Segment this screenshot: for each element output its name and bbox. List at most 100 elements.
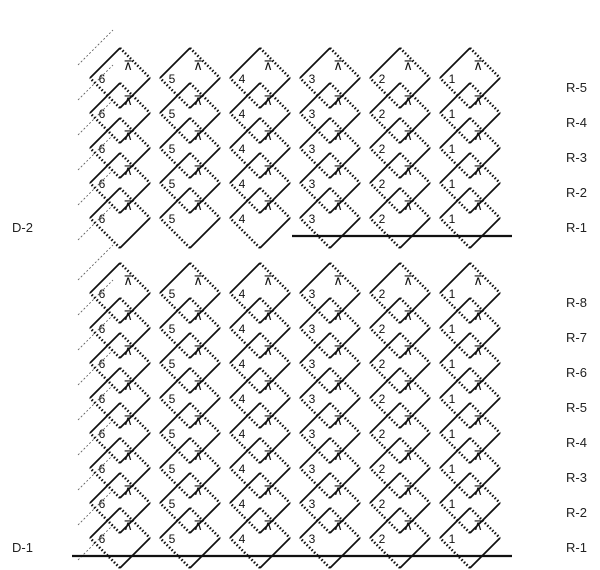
tile: 1⊼: [439, 187, 501, 249]
tile-edge-solid: [229, 367, 261, 399]
tile-edge-dotted: [189, 82, 221, 114]
tile-edge-dotted: [369, 502, 401, 534]
row-label: R-8: [566, 295, 587, 310]
tile-edge-solid: [119, 397, 151, 429]
tile-edge-solid: [439, 437, 471, 469]
tile-edge-dotted: [369, 182, 401, 214]
tile-edge-dotted: [439, 217, 471, 249]
column-number: 2: [379, 497, 386, 511]
tile-edge-solid: [369, 117, 401, 149]
tile-edge-dotted: [119, 262, 151, 294]
pickup-symbol: ⊼: [263, 379, 273, 394]
tile: 4⊼: [229, 82, 291, 144]
column-number: 4: [239, 72, 246, 86]
tile-edge-solid: [159, 82, 191, 114]
diagram-d2: 6⊼5⊼4⊼3⊼2⊼1⊼6⊼5⊼4⊼3⊼2⊼1⊼6⊼5⊼4⊼3⊼2⊼1⊼6⊼5⊼…: [12, 29, 587, 249]
pickup-symbol: ⊼: [263, 94, 273, 109]
tile-edge-solid: [399, 327, 431, 359]
tile-edge-dotted: [229, 292, 261, 324]
column-number: 6: [99, 392, 106, 406]
column-number: 6: [99, 497, 106, 511]
tile-edge-dotted: [229, 147, 261, 179]
row-label: R-5: [566, 400, 587, 415]
tile-edge-solid: [329, 112, 361, 144]
tile-edge-dotted: [119, 332, 151, 364]
tile-edge-dotted: [259, 367, 291, 399]
tile-edge-solid: [189, 112, 221, 144]
tile: 3⊼: [299, 47, 361, 109]
tile-edge-dotted: [159, 182, 191, 214]
tile-edge-dotted: [329, 152, 361, 184]
pickup-symbol: ⊼: [473, 309, 483, 324]
column-number: 1: [449, 532, 456, 546]
pickup-symbol: ⊼: [473, 484, 483, 499]
tile-edge-solid: [299, 47, 331, 79]
tile-edge-solid: [89, 117, 121, 149]
tile-edge-dotted: [89, 432, 121, 464]
tile-edge-solid: [439, 82, 471, 114]
tile-edge-solid: [399, 537, 431, 569]
tile-edge-dotted: [399, 187, 431, 219]
tile-edge-solid: [89, 47, 121, 79]
tile-edge-solid: [399, 217, 431, 249]
tile-edge-dotted: [469, 82, 501, 114]
tile-edge-solid: [299, 117, 331, 149]
column-number: 4: [239, 177, 246, 191]
pickup-symbol: ⊼: [193, 519, 203, 534]
tile-edge-solid: [469, 327, 501, 359]
tile-edge-solid: [329, 362, 361, 394]
tile-edge-solid: [329, 432, 361, 464]
tile-edge-dotted: [329, 187, 361, 219]
tile-edge-solid: [259, 182, 291, 214]
pickup-symbol: ⊼: [473, 274, 483, 289]
diagram-d1: 6⊼5⊼4⊼3⊼2⊼1⊼6⊼5⊼4⊼3⊼2⊼1⊼6⊼5⊼4⊼3⊼2⊼1⊼6⊼5⊼…: [12, 244, 587, 569]
tile-edge-dotted: [89, 112, 121, 144]
pickup-symbol: ⊼: [263, 129, 273, 144]
tile-edge-dotted: [119, 117, 151, 149]
tile-edge-solid: [159, 152, 191, 184]
tile-edge-solid: [299, 402, 331, 434]
tile-edge-solid: [399, 77, 431, 109]
tile: 2⊼: [369, 472, 431, 534]
tile-edge-solid: [119, 77, 151, 109]
pickup-symbol: ⊼: [473, 519, 483, 534]
tile-edge-solid: [399, 397, 431, 429]
pickup-symbol: ⊼: [333, 309, 343, 324]
tile-edge-solid: [229, 437, 261, 469]
column-number: 2: [379, 107, 386, 121]
tile: 5⊼: [159, 472, 221, 534]
tile-edge-solid: [89, 297, 121, 329]
tile-edge-solid: [369, 437, 401, 469]
tile-edge-solid: [299, 507, 331, 539]
pickup-symbol: ⊼: [193, 94, 203, 109]
row-label: R-2: [566, 505, 587, 520]
tile-edge-dotted: [159, 362, 191, 394]
tile-edge-dotted: [369, 362, 401, 394]
tile: 3⊼: [299, 297, 361, 359]
tile-edge-dotted: [159, 467, 191, 499]
tile-edge-dotted: [399, 82, 431, 114]
tile-edge-solid: [369, 262, 401, 294]
tile-edge-solid: [259, 327, 291, 359]
tile-edge-solid: [189, 147, 221, 179]
column-number: 6: [99, 287, 106, 301]
tile-edge-dotted: [159, 112, 191, 144]
pickup-symbol: ⊼: [263, 309, 273, 324]
tile-edge-solid: [89, 437, 121, 469]
tile: 6⊼: [89, 332, 151, 394]
tile: 3⊼: [299, 367, 361, 429]
tile-edge-solid: [89, 472, 121, 504]
tile-edge-dotted: [399, 262, 431, 294]
pickup-symbol: ⊼: [473, 94, 483, 109]
tile-edge-solid: [119, 112, 151, 144]
tile: 4⊼: [229, 47, 291, 109]
tile: 3⊼: [299, 402, 361, 464]
tile: 1⊼: [439, 402, 501, 464]
pickup-symbol: ⊼: [403, 519, 413, 534]
tile-edge-dotted: [469, 332, 501, 364]
pickup-symbol: ⊼: [333, 379, 343, 394]
tile-edge-dotted: [189, 152, 221, 184]
column-number: 5: [169, 497, 176, 511]
tile-edge-solid: [469, 147, 501, 179]
tile-edge-solid: [119, 502, 151, 534]
